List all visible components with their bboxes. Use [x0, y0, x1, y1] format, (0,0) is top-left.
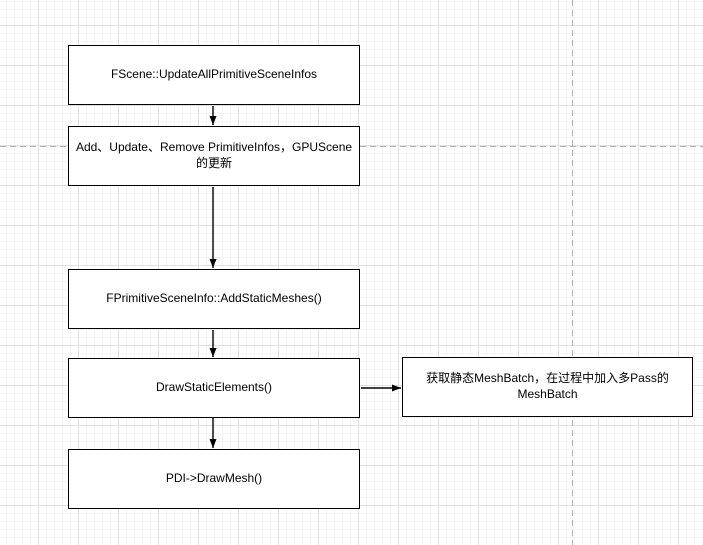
flow-node-get-static-meshbatch[interactable]: 获取静态MeshBatch，在过程中加入多Pass的 MeshBatch — [402, 357, 693, 417]
flow-node-label: 获取静态MeshBatch，在过程中加入多Pass的 MeshBatch — [426, 371, 669, 401]
flow-node-label: PDI->DrawMesh() — [165, 471, 263, 486]
flow-node-pdi-drawmesh[interactable]: PDI->DrawMesh() — [68, 449, 360, 509]
page-boundary-vertical — [572, 0, 573, 545]
flow-node-label: FPrimitiveSceneInfo::AddStaticMeshes() — [106, 291, 322, 306]
flow-node-label: DrawStaticElements() — [155, 380, 273, 395]
flow-node-label: FScene::UpdateAllPrimitiveSceneInfos — [110, 67, 318, 82]
flow-node-label: Add、Update、Remove PrimitiveInfos，GPUScen… — [75, 140, 353, 170]
flow-node-fprimitivesceneinfo-addstaticmeshes[interactable]: FPrimitiveSceneInfo::AddStaticMeshes() — [68, 269, 360, 329]
flow-node-fscene-updateallprimitivesceneinfos[interactable]: FScene::UpdateAllPrimitiveSceneInfos — [68, 45, 360, 105]
flow-node-add-update-remove-primitiveinfos[interactable]: Add、Update、Remove PrimitiveInfos，GPUScen… — [68, 126, 360, 186]
flow-node-drawstaticelements[interactable]: DrawStaticElements() — [68, 358, 360, 418]
